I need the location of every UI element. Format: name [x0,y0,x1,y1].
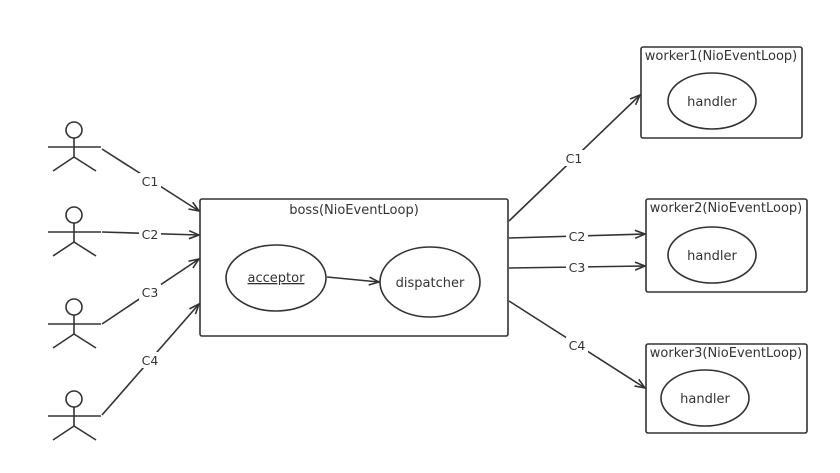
worker2-box: worker2(NioEventLoop) handler [645,198,808,293]
worker2-title: worker2(NioEventLoop) [650,201,802,216]
dispatch-label-c1: C1 [566,151,583,166]
dispatcher-label: dispatcher [396,276,465,291]
worker3-box: worker3(NioEventLoop) handler [645,343,808,434]
dispatch-label-c2: C2 [569,229,586,244]
worker3-handler: handler [680,392,730,407]
acceptor-node: acceptor [225,244,327,312]
dispatch-label-c4: C4 [569,338,586,353]
acceptor-label: acceptor [248,271,306,286]
worker3-title: worker3(NioEventLoop) [650,346,802,361]
dispatch-label-c3: C3 [569,260,586,275]
client-label-c2: C2 [142,227,159,242]
client-label-c1: C1 [142,174,159,189]
boss-title: boss(NioEventLoop) [289,203,419,218]
edge-acceptor-dispatcher [326,276,379,282]
client-label-c4: C4 [142,353,159,368]
client-actor-1 [48,121,101,172]
worker1-handler: handler [687,95,737,110]
worker2-handler: handler [687,249,737,264]
dispatcher-node: dispatcher [379,246,481,318]
client-actor-4 [48,390,101,441]
client-label-c3: C3 [142,285,159,300]
client-actor-3 [48,298,101,349]
client-actor-2 [48,206,101,257]
worker1-box: worker1(NioEventLoop) handler [640,46,803,139]
worker1-title: worker1(NioEventLoop) [645,49,797,64]
